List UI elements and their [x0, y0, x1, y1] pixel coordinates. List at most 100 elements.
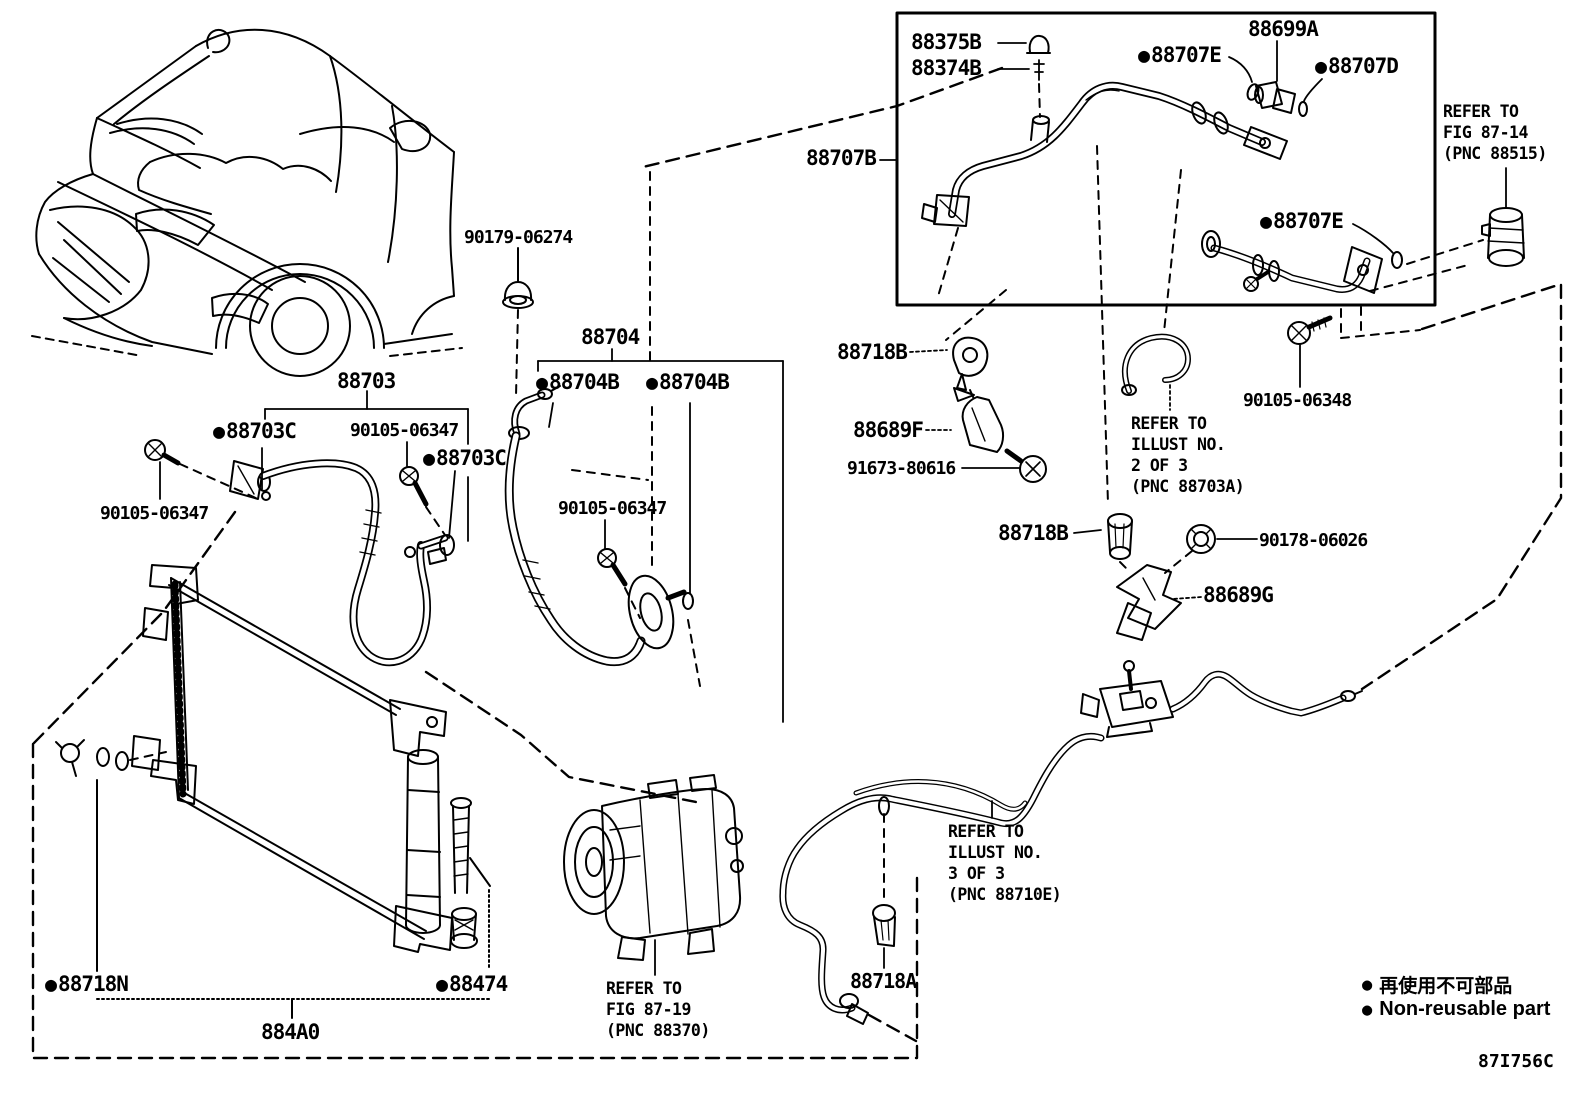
bolt-90105-06347-left — [144, 439, 181, 466]
part-number: 88704B — [659, 370, 730, 394]
part-number: 88707E — [1151, 43, 1222, 67]
part-label-88704B-2: ●88704B — [646, 370, 730, 394]
bolt-88474 — [450, 797, 491, 971]
part-label-88707E-1: ●88707E — [1138, 43, 1222, 67]
legend-non-reusable: ● 再使用不可部品 ● Non-reusable part — [1362, 972, 1550, 1022]
part-label-88718B-1: 88718B — [837, 340, 908, 364]
part-label-88704: 88704 — [581, 325, 640, 349]
part-number: 90105-06347 — [558, 498, 667, 519]
bolt-90105-06348 — [1287, 315, 1333, 388]
non-reusable-bullet-icon: ● — [1362, 999, 1373, 1020]
leaders-88704 — [537, 348, 784, 723]
reference-note-line: 3 OF 3 — [948, 864, 1005, 883]
part-label-88707B: 88707B — [806, 147, 877, 170]
non-reusable-bullet-icon: ● — [646, 370, 658, 394]
liquid-pipe-lower — [779, 660, 1363, 1025]
bolt-90105-06347-mid — [399, 466, 429, 507]
part-label-88707D: ●88707D — [1315, 54, 1399, 78]
bracket-88689F — [925, 387, 1005, 453]
part-number: 88474 — [449, 972, 508, 996]
condenser — [131, 564, 453, 953]
reference-note-ref-88370: REFER TO FIG 87-19 (PNC 88370) — [606, 978, 710, 1041]
non-reusable-bullet-icon: ● — [213, 419, 225, 443]
part-label-90179-06274: 90179-06274 — [464, 226, 573, 249]
part-number: 88703C — [226, 419, 297, 443]
part-number: 88718B — [837, 340, 908, 364]
part-number: 88718B — [998, 521, 1069, 545]
reference-note-line: FIG 87-19 — [606, 1000, 691, 1019]
suction-hose-88704 — [504, 385, 694, 667]
legend-text-en: Non-reusable part — [1379, 998, 1551, 1020]
part-number: 88375B — [911, 30, 982, 54]
non-reusable-bullet-icon: ● — [1362, 974, 1373, 995]
part-label-88474: ●88474 — [436, 972, 508, 996]
pipe-assembly-box — [895, 11, 1437, 307]
reference-note-line: ILLUST NO. — [1131, 435, 1226, 454]
part-number: 90178-06026 — [1259, 530, 1368, 551]
reference-note-line: REFER TO — [606, 979, 682, 998]
part-label-88689G: 88689G — [1203, 583, 1274, 607]
part-label-91673-80616: 91673-80616 — [847, 457, 956, 480]
part-number: 88718N — [58, 972, 129, 996]
reference-note-line: (PNC 88515) — [1443, 144, 1547, 163]
part-number: 90105-06347 — [100, 503, 209, 524]
part-label-90178-06026: 90178-06026 — [1259, 529, 1368, 552]
part-label-88374B: 88374B — [911, 56, 982, 80]
bolt-91673-80616 — [961, 448, 1047, 483]
part-number: 88689F — [853, 418, 924, 442]
non-reusable-bullet-icon: ● — [536, 370, 548, 394]
bracket-88689G — [1116, 564, 1202, 641]
part-label-88689F: 88689F — [853, 418, 924, 442]
diagram-code: 87I756C — [1478, 1051, 1554, 1072]
part-number: 88689G — [1203, 583, 1274, 607]
non-reusable-bullet-icon: ● — [1260, 209, 1272, 233]
compressor — [563, 774, 744, 976]
bolt-90105-06347-low — [597, 548, 628, 587]
reference-note-line: FIG 87-14 — [1443, 123, 1528, 142]
legend-row-en: ● Non-reusable part — [1362, 997, 1550, 1022]
part-number: 90105-06347 — [350, 420, 459, 441]
part-label-88703C-2: ●88703C — [423, 446, 507, 470]
receiver-dryer — [407, 749, 439, 765]
grommet-90179-06274 — [502, 247, 534, 309]
part-number: 88703C — [436, 446, 507, 470]
part-label-90105-06347-c: 90105-06347 — [558, 497, 667, 520]
part-number: 88699A — [1248, 17, 1319, 41]
legend-text-ja: 再使用不可部品 — [1379, 975, 1513, 997]
part-label-88703C-1: ●88703C — [213, 419, 297, 443]
non-reusable-bullet-icon: ● — [423, 446, 435, 470]
part-number: 884A0 — [261, 1020, 320, 1044]
non-reusable-bullet-icon: ● — [1138, 43, 1150, 67]
part-label-884A0: 884A0 — [261, 1020, 320, 1044]
part-number: 88707E — [1273, 209, 1344, 233]
nut-90178-06026 — [1186, 524, 1258, 554]
part-label-88718N: ●88718N — [45, 972, 129, 996]
legend-row-ja: ● 再使用不可部品 — [1362, 972, 1550, 998]
part-label-90105-06348: 90105-06348 — [1243, 389, 1352, 412]
part-number: 88374B — [911, 56, 982, 80]
reference-note-line: (PNC 88703A) — [1131, 477, 1245, 496]
dashed-leaders — [129, 83, 1484, 904]
discharge-hose-88703 — [229, 459, 455, 667]
dryer-88515 — [1481, 167, 1525, 267]
clamp-88718A — [872, 904, 896, 969]
part-number: 88707D — [1328, 54, 1399, 78]
part-number: 88718A — [850, 969, 917, 993]
non-reusable-bullet-icon: ● — [1315, 54, 1327, 78]
part-number: 88704 — [581, 325, 640, 349]
reference-note-line: ILLUST NO. — [948, 843, 1043, 862]
reference-note-line: 2 OF 3 — [1131, 456, 1188, 475]
part-label-88704B-1: ●88704B — [536, 370, 620, 394]
non-reusable-bullet-icon: ● — [45, 972, 57, 996]
reference-note-line: (PNC 88370) — [606, 1021, 710, 1040]
reference-note-ref-88703A: REFER TO ILLUST NO. 2 OF 3 (PNC 88703A) — [1131, 413, 1245, 497]
part-number: 88703 — [337, 369, 396, 393]
part-label-88718B-2: 88718B — [998, 521, 1069, 545]
part-number: 90105-06348 — [1243, 390, 1352, 411]
reference-note-line: REFER TO — [1131, 414, 1207, 433]
hook-pipe-88703A — [1121, 333, 1191, 411]
part-label-90105-06347-a: 90105-06347 — [100, 502, 209, 525]
part-label-88718A: 88718A — [850, 969, 917, 993]
